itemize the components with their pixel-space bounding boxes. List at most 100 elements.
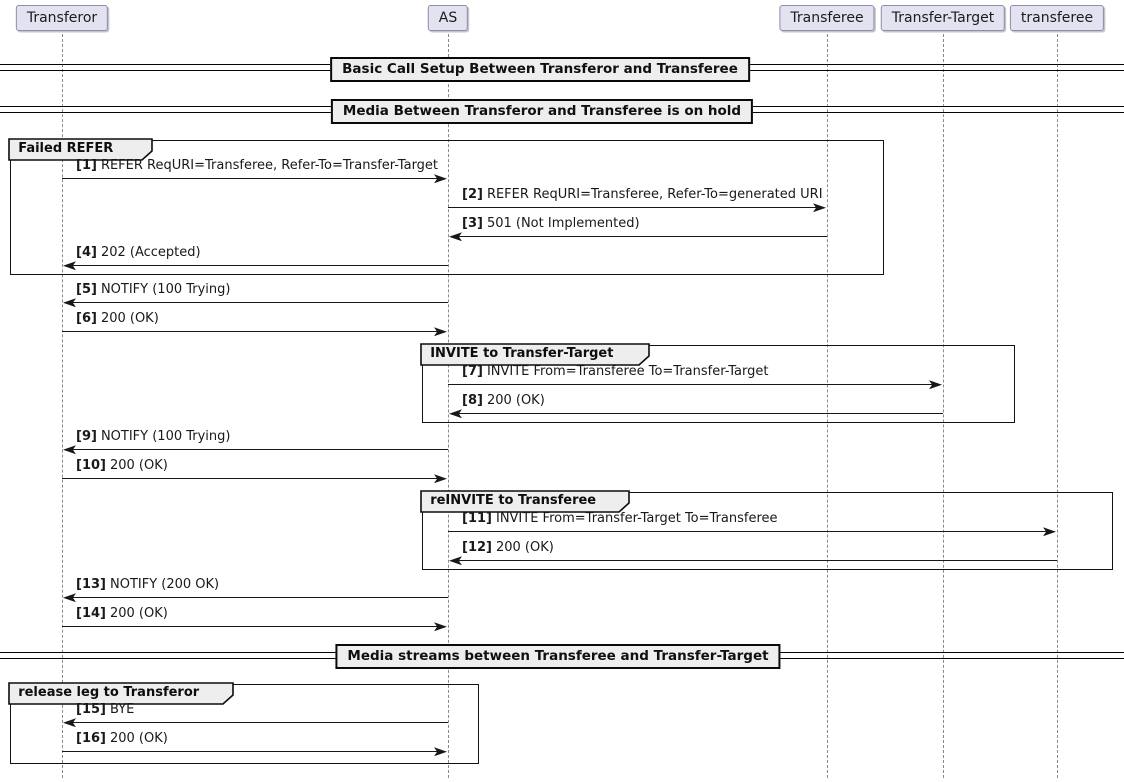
group-frame-release-leg-to-transferor: release leg to Transferor [8, 682, 479, 764]
message-label-1: [1]REFER ReqURI=Transferee, Refer-To=Tra… [76, 158, 438, 173]
message-label-5: [5]NOTIFY (100 Trying) [76, 282, 230, 297]
arrowhead-15 [63, 718, 76, 728]
message-label-4: [4]202 (Accepted) [76, 245, 201, 260]
message-seq-num: [15] [76, 702, 106, 717]
message-line-14 [62, 626, 445, 628]
message-line-13 [65, 597, 448, 599]
message-text: 501 (Not Implemented) [486, 216, 640, 231]
arrowhead-1 [434, 174, 447, 184]
arrowhead-12 [449, 556, 462, 566]
message-seq-num: [16] [76, 731, 106, 746]
arrowhead-6 [434, 327, 447, 337]
group-label-text: INVITE to Transfer-Target [430, 346, 614, 362]
message-text: 200 (OK) [109, 606, 168, 621]
message-label-8: [8]200 (OK) [462, 393, 545, 408]
lifeline-transferee [826, 34, 828, 778]
arrowhead-16 [434, 747, 447, 757]
message-text: 200 (OK) [109, 458, 168, 473]
message-label-9: [9]NOTIFY (100 Trying) [76, 429, 230, 444]
message-line-2 [448, 207, 824, 209]
lifeline-transferee-b [1056, 34, 1058, 778]
message-line-16 [62, 751, 445, 753]
message-line-12 [451, 560, 1057, 562]
message-line-1 [62, 178, 445, 180]
message-label-3: [3]501 (Not Implemented) [462, 216, 640, 231]
group-label-text: reINVITE to Transferee [430, 493, 597, 509]
divider-label-3: Media streams between Transferee and Tra… [335, 644, 781, 669]
arrowhead-7 [929, 380, 942, 390]
message-label-7: [7]INVITE From=Transferee To=Transfer-Ta… [462, 364, 768, 379]
arrowhead-3 [449, 232, 462, 242]
group-label-pentagon [420, 490, 631, 514]
message-label-6: [6]200 (OK) [76, 311, 159, 326]
group-label-failed-refer: Failed REFER [8, 138, 154, 162]
message-text: 202 (Accepted) [100, 245, 201, 260]
message-text: 200 (OK) [495, 540, 554, 555]
message-label-13: [13]NOTIFY (200 OK) [76, 577, 219, 592]
arrowhead-14 [434, 622, 447, 632]
lifeline-as [447, 34, 449, 778]
group-label-invite-to-transfer-target: INVITE to Transfer-Target [420, 343, 651, 367]
message-seq-num: [12] [462, 540, 492, 555]
message-line-8 [451, 413, 943, 415]
message-label-12: [12]200 (OK) [462, 540, 554, 555]
arrowhead-10 [434, 474, 447, 484]
arrowhead-2 [813, 203, 826, 213]
message-text: NOTIFY (100 Trying) [100, 282, 231, 297]
group-frame-failed-refer: Failed REFER [8, 138, 884, 275]
message-label-2: [2]REFER ReqURI=Transferee, Refer-To=gen… [462, 187, 823, 202]
message-line-11 [448, 531, 1054, 533]
message-label-16: [16]200 (OK) [76, 731, 168, 746]
message-text: 200 (OK) [109, 731, 168, 746]
group-label-pentagon [8, 682, 235, 706]
participant-transferee-b: transferee [1009, 5, 1105, 31]
participant-as: AS [427, 5, 469, 31]
group-label-release-leg-to-transferor: release leg to Transferor [8, 682, 235, 706]
group-label-pentagon [420, 343, 651, 367]
message-seq-num: [9] [76, 429, 97, 444]
lifeline-transfer-target [942, 34, 944, 778]
lifeline-transferor [61, 34, 63, 778]
message-text: INVITE From=Transferee To=Transfer-Targe… [486, 364, 769, 379]
message-text: REFER ReqURI=Transferee, Refer-To=genera… [486, 187, 823, 202]
message-line-6 [62, 331, 445, 333]
message-line-9 [65, 449, 448, 451]
message-seq-num: [4] [76, 245, 97, 260]
message-text: BYE [109, 702, 135, 717]
message-line-10 [62, 478, 445, 480]
message-text: 200 (OK) [486, 393, 545, 408]
message-text: NOTIFY (200 OK) [109, 577, 220, 592]
participant-transferee: Transferee [779, 5, 875, 31]
group-label-reinvite-to-transferee: reINVITE to Transferee [420, 490, 631, 514]
message-seq-num: [14] [76, 606, 106, 621]
message-seq-num: [11] [462, 511, 492, 526]
arrowhead-9 [63, 445, 76, 455]
divider-label-1: Basic Call Setup Between Transferor and … [330, 57, 750, 82]
message-line-5 [65, 302, 448, 304]
message-seq-num: [5] [76, 282, 97, 297]
message-label-15: [15]BYE [76, 702, 134, 717]
message-seq-num: [7] [462, 364, 483, 379]
arrowhead-13 [63, 593, 76, 603]
participant-transferor: Transferor [15, 5, 109, 31]
message-seq-num: [8] [462, 393, 483, 408]
participant-transfer-target: Transfer-Target [880, 5, 1006, 31]
arrowhead-4 [63, 261, 76, 271]
message-seq-num: [3] [462, 216, 483, 231]
arrowhead-5 [63, 298, 76, 308]
group-label-text: release leg to Transferor [18, 685, 200, 701]
message-line-3 [451, 236, 827, 238]
arrowhead-11 [1043, 527, 1056, 537]
message-label-11: [11]INVITE From=Transfer-Target To=Trans… [462, 511, 778, 526]
group-label-pentagon [8, 138, 154, 162]
message-text: NOTIFY (100 Trying) [100, 429, 231, 444]
group-frame-invite-to-transfer-target: INVITE to Transfer-Target [420, 343, 1015, 423]
message-seq-num: [13] [76, 577, 106, 592]
message-text: INVITE From=Transfer-Target To=Transfere… [495, 511, 778, 526]
group-frame-reinvite-to-transferee: reINVITE to Transferee [420, 490, 1113, 570]
message-seq-num: [1] [76, 158, 97, 173]
message-text: 200 (OK) [100, 311, 159, 326]
message-line-4 [65, 265, 448, 267]
message-seq-num: [10] [76, 458, 106, 473]
